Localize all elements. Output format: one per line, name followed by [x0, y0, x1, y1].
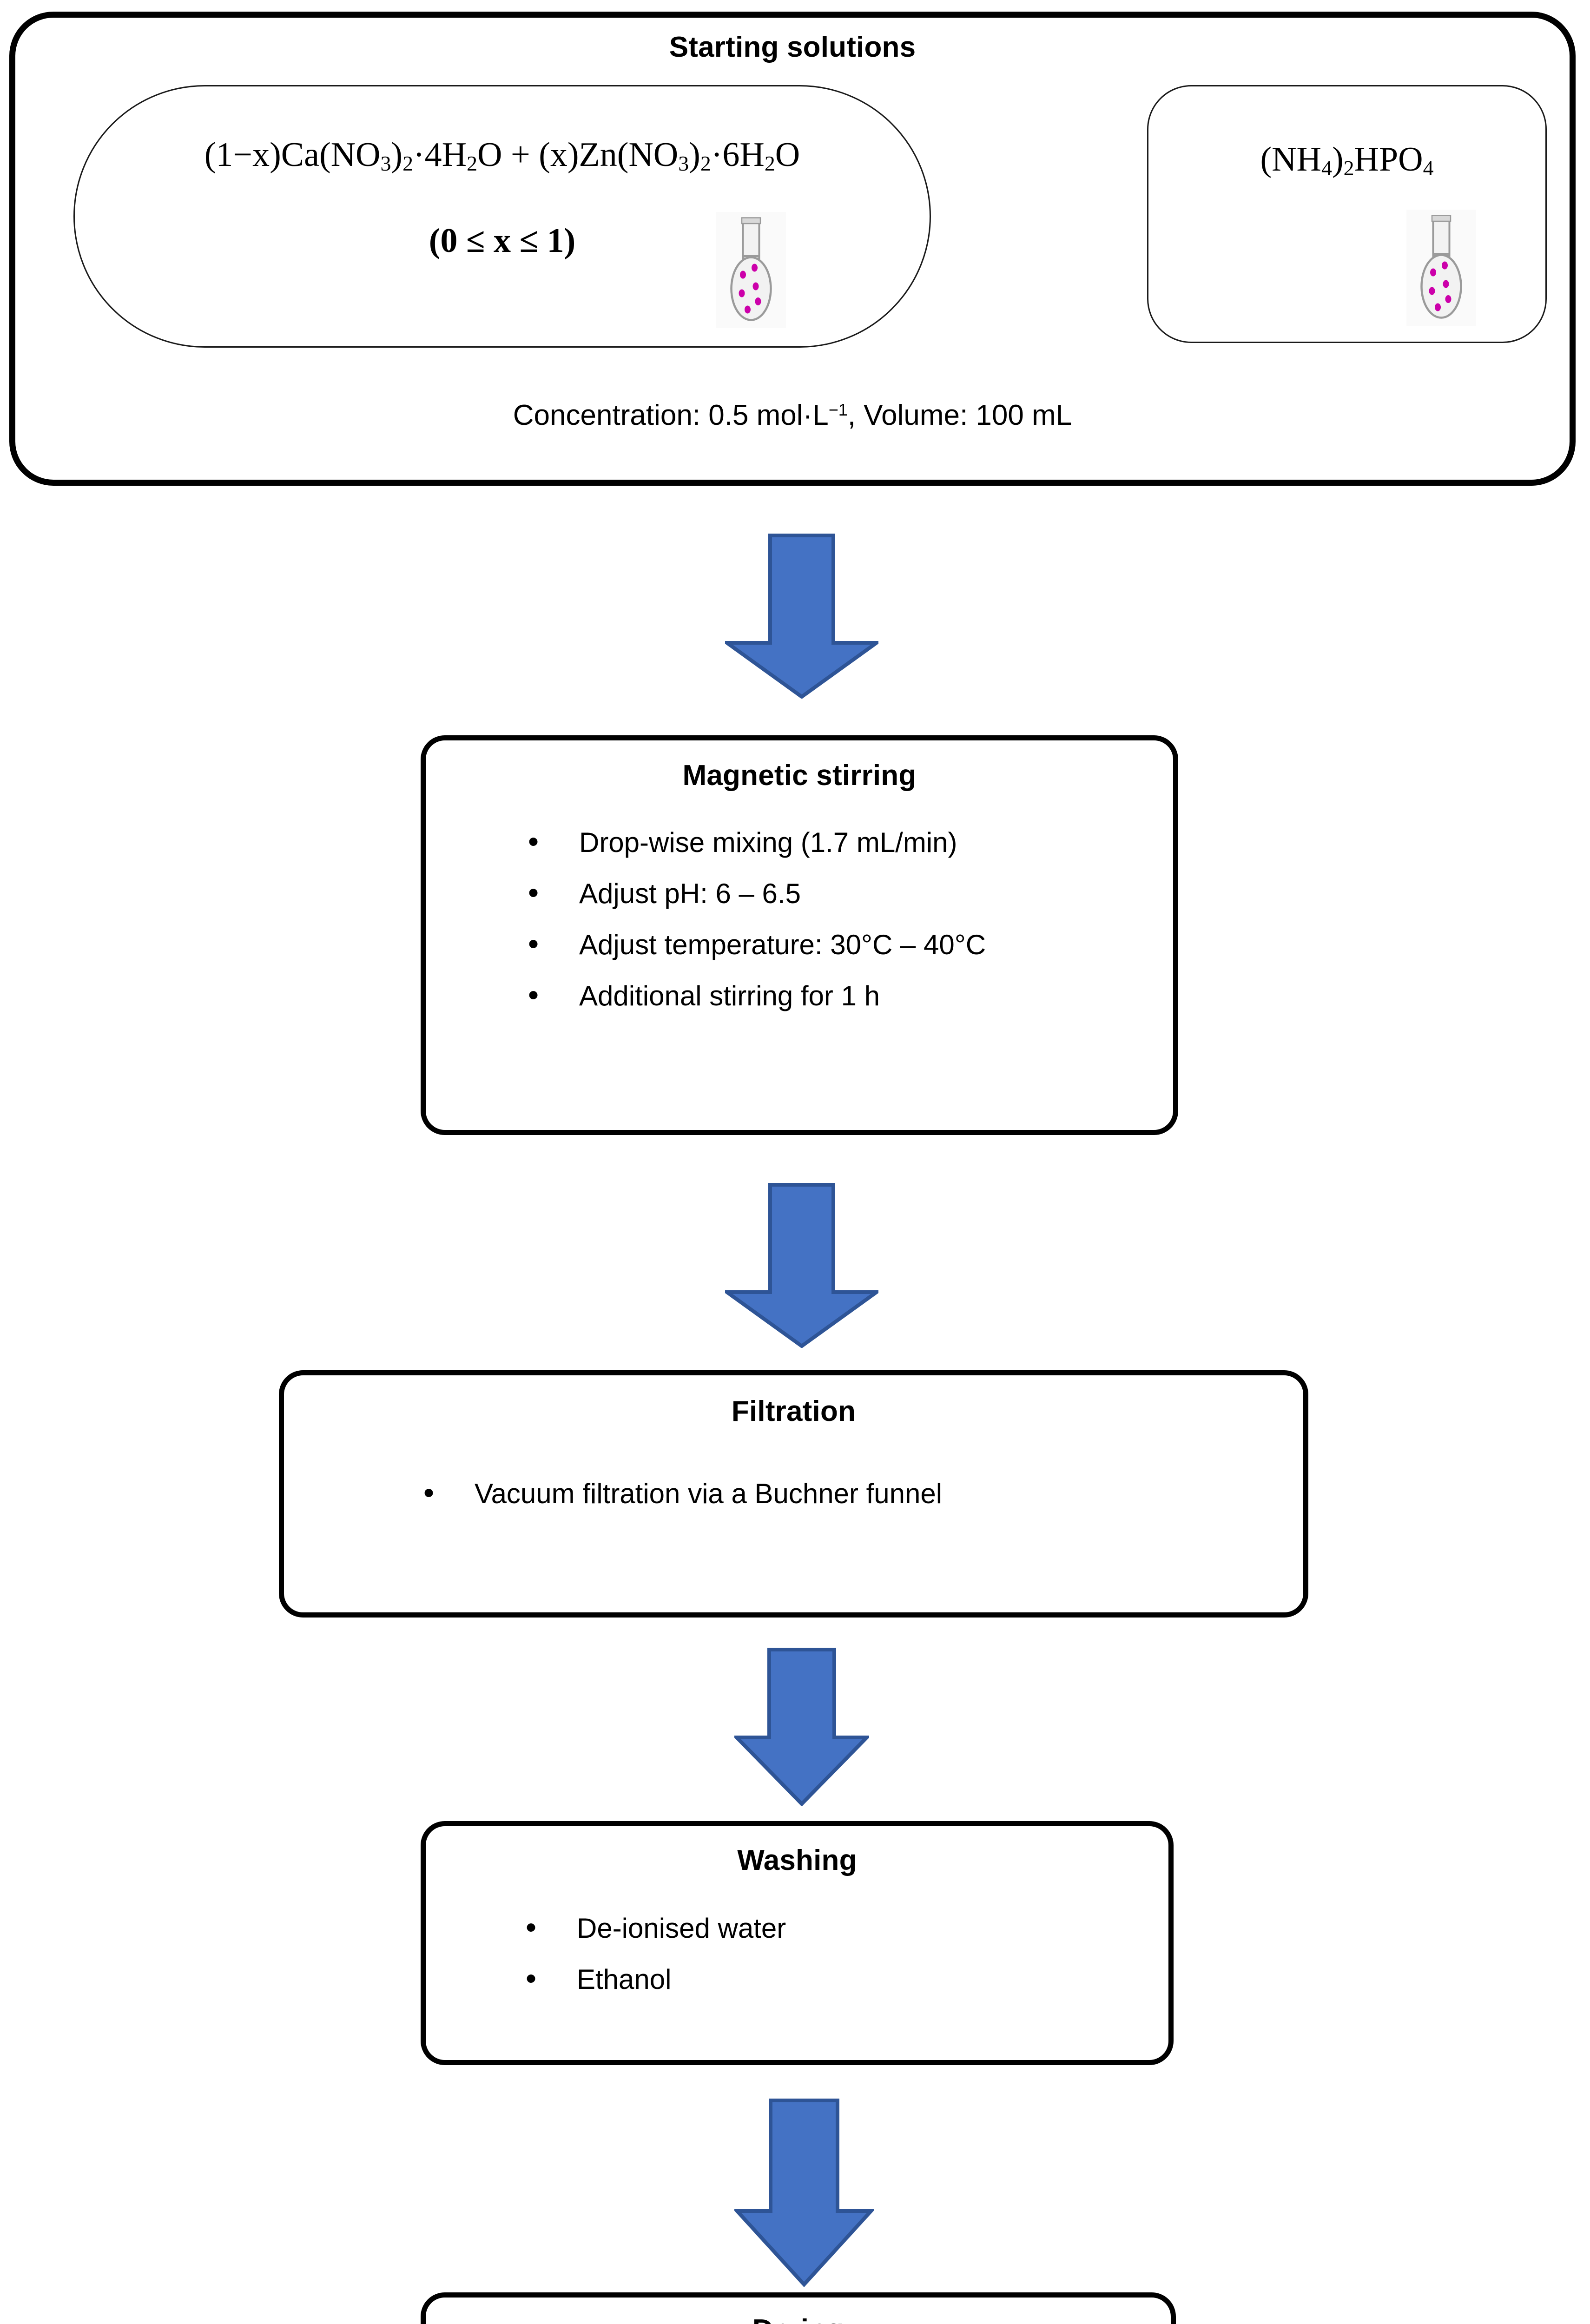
step-box-drying: Drying 40 ºC for 7 days	[421, 2292, 1176, 2324]
step-title: Filtration	[731, 1395, 856, 1427]
arrow-washing-to-drying	[734, 2099, 874, 2287]
starting-solutions-title: Starting solutions	[669, 31, 916, 63]
list-item: Adjust temperature: 30°C – 40°C	[528, 928, 986, 959]
step-title: Drying	[426, 2313, 1171, 2324]
step-title: Magnetic stirring	[682, 759, 917, 792]
starting-solutions-box: Starting solutions (1−x)Ca(NO3)2·4H2O + …	[9, 12, 1576, 486]
flask-icon	[1406, 210, 1476, 326]
concentration-note: Concentration: 0.5 mol·L−1, Volume: 100 …	[513, 399, 1072, 431]
step-bullet-list: Vacuum filtration via a Buchner funnel	[423, 1477, 942, 1531]
step-box-filtration: Filtration Vacuum filtration via a Buchn…	[279, 1370, 1308, 1618]
list-item: Additional stirring for 1 h	[528, 979, 986, 1010]
list-item: De-ionised water	[526, 1912, 786, 1942]
right-solution-box: (NH4)2HPO4	[1147, 85, 1547, 343]
arrow-solutions-to-stirring	[725, 534, 878, 699]
step-box-washing: Washing De-ionised water Ethanol	[421, 1821, 1174, 2065]
list-item: Adjust pH: 6 – 6.5	[528, 877, 986, 908]
arrow-filtration-to-washing	[734, 1648, 869, 1806]
left-solution-range: (0 ≤ x ≤ 1)	[429, 222, 576, 260]
list-item: Ethanol	[526, 1963, 786, 1994]
left-solution-formula: (1−x)Ca(NO3)2·4H2O + (x)Zn(NO3)2·6H2O	[204, 136, 800, 176]
right-solution-formula: (NH4)2HPO4	[1260, 140, 1434, 180]
list-item: Vacuum filtration via a Buchner funnel	[423, 1477, 942, 1508]
step-title: Washing	[737, 1844, 857, 1876]
step-box-magnetic-stirring: Magnetic stirring Drop-wise mixing (1.7 …	[421, 735, 1178, 1135]
flask-icon	[716, 212, 786, 328]
list-item: Drop-wise mixing (1.7 mL/min)	[528, 826, 986, 857]
step-bullet-list: De-ionised water Ethanol	[526, 1912, 786, 2017]
step-bullet-list: Drop-wise mixing (1.7 mL/min) Adjust pH:…	[528, 826, 986, 1033]
left-solution-box: (1−x)Ca(NO3)2·4H2O + (x)Zn(NO3)2·6H2O (0…	[73, 85, 931, 348]
arrow-stirring-to-filtration	[725, 1183, 878, 1348]
